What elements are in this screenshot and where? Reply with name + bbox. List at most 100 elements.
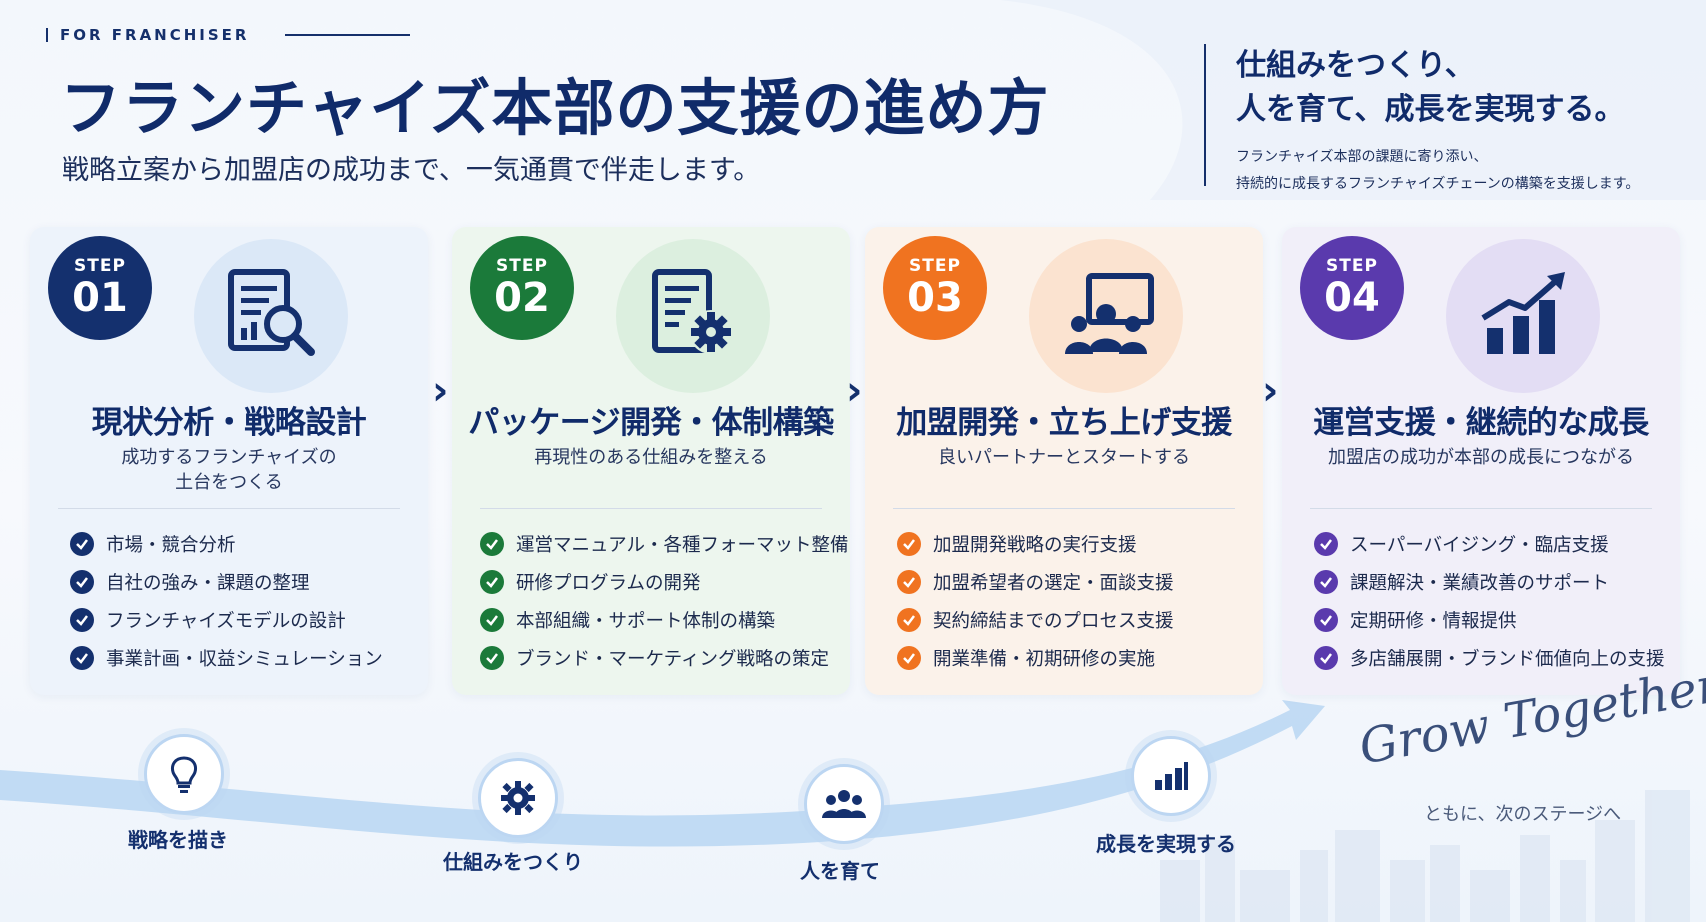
check-icon <box>897 646 921 670</box>
check-icon <box>897 608 921 632</box>
right-description-line-1: フランチャイズ本部の課題に寄り添い、 <box>1236 149 1488 165</box>
step-badge: STEP 03 <box>883 236 987 340</box>
document-magnifier-icon <box>194 239 348 393</box>
card-divider <box>58 508 400 509</box>
list-item-text: フランチャイズモデルの設計 <box>106 611 346 632</box>
list-item-text: 加盟希望者の選定・面談支援 <box>933 573 1174 594</box>
step-number: 01 <box>72 275 128 321</box>
stage-label: 成長を実現する <box>1096 832 1236 856</box>
list-item-text: 自社の強み・課題の整理 <box>106 573 310 594</box>
list-item: 加盟希望者の選定・面談支援 <box>897 563 1174 601</box>
list-item: 研修プログラムの開発 <box>480 563 848 601</box>
list-item-text: スーパーバイジング・臨店支援 <box>1350 535 1609 556</box>
growth-chart-icon <box>1446 239 1600 393</box>
step-card-02: STEP 02 パッケージ開発・体制構築 再現性 <box>452 227 850 695</box>
step-card-03: STEP 03 加盟開発・立ち上げ支援 良いパートナーとスタートする 加盟開発戦… <box>865 227 1263 695</box>
step-label: STEP <box>496 256 548 276</box>
check-icon <box>480 608 504 632</box>
list-item: フランチャイズモデルの設計 <box>70 601 383 639</box>
list-item: 多店舗展開・ブランド価値向上の支援 <box>1314 639 1665 677</box>
chevron-right-icon: › <box>432 368 449 414</box>
gear-icon <box>478 758 558 838</box>
list-item: 定期研修・情報提供 <box>1314 601 1665 639</box>
check-icon <box>70 532 94 556</box>
step-number: 02 <box>494 275 550 321</box>
step-title: 運営支援・継続的な成長 <box>1313 405 1649 441</box>
tagline: FOR FRANCHISER <box>46 26 411 44</box>
list-item-text: 開業準備・初期研修の実施 <box>933 649 1156 670</box>
stage-label: 人を育て <box>800 859 880 883</box>
check-icon <box>1314 570 1338 594</box>
step-description-line-1: 加盟店の成功が本部の成長につながる <box>1328 447 1634 468</box>
list-item-text: ブランド・マーケティング戦略の策定 <box>516 649 830 670</box>
list-item: 本部組織・サポート体制の構築 <box>480 601 848 639</box>
step-card-01: STEP 01 現状分析・戦略設計 成功するフランチャイズの 土台をつくる 市場… <box>30 227 428 695</box>
step-label: STEP <box>909 256 961 276</box>
list-item-text: 課題解決・業績改善のサポート <box>1350 573 1610 594</box>
people-icon <box>804 764 884 844</box>
check-icon <box>70 608 94 632</box>
check-icon <box>897 532 921 556</box>
step-item-list: スーパーバイジング・臨店支援 課題解決・業績改善のサポート 定期研修・情報提供 … <box>1314 525 1665 677</box>
team-presentation-icon <box>1029 239 1183 393</box>
list-item-text: 契約締結までのプロセス支援 <box>933 611 1174 632</box>
step-badge: STEP 01 <box>48 236 152 340</box>
tagline-text: FOR FRANCHISER <box>60 26 250 44</box>
tagline-bar <box>46 28 48 42</box>
list-item-text: 運営マニュアル・各種フォーマット整備 <box>516 535 849 556</box>
check-icon <box>480 570 504 594</box>
step-label: STEP <box>1326 256 1378 276</box>
document-gear-icon <box>616 239 770 393</box>
chevron-right-icon: › <box>846 368 863 414</box>
list-item-text: 市場・競合分析 <box>106 535 236 556</box>
stage-label: 戦略を描き <box>128 828 228 852</box>
check-icon <box>897 570 921 594</box>
step-number: 04 <box>1324 275 1380 321</box>
list-item: 加盟開発戦略の実行支援 <box>897 525 1174 563</box>
list-item: 自社の強み・課題の整理 <box>70 563 383 601</box>
list-item: 事業計画・収益シミュレーション <box>70 639 383 677</box>
step-title: パッケージ開発・体制構築 <box>468 405 834 441</box>
stage-label: 仕組みをつくり <box>443 850 583 874</box>
step-description-line-1: 成功するフランチャイズの <box>121 447 337 468</box>
list-item-text: 多店舗展開・ブランド価値向上の支援 <box>1350 649 1665 670</box>
step-description: 加盟店の成功が本部の成長につながる <box>1282 445 1680 470</box>
step-label: STEP <box>74 256 126 276</box>
right-header: 仕組みをつくり、 人を育て、成長を実現する。 フランチャイズ本部の課題に寄り添い… <box>1204 44 1684 192</box>
step-description-line-1: 再現性のある仕組みを整える <box>534 447 768 468</box>
check-icon <box>1314 608 1338 632</box>
list-item: スーパーバイジング・臨店支援 <box>1314 525 1665 563</box>
card-divider <box>893 508 1235 509</box>
step-item-list: 運営マニュアル・各種フォーマット整備 研修プログラムの開発 本部組織・サポート体… <box>480 525 848 677</box>
tagline-line <box>285 34 411 36</box>
check-icon <box>70 646 94 670</box>
list-item-text: 本部組織・サポート体制の構築 <box>516 611 776 632</box>
list-item: 開業準備・初期研修の実施 <box>897 639 1174 677</box>
step-item-list: 加盟開発戦略の実行支援 加盟希望者の選定・面談支援 契約締結までのプロセス支援 … <box>897 525 1174 677</box>
check-icon <box>70 570 94 594</box>
check-icon <box>480 532 504 556</box>
card-divider <box>480 508 822 509</box>
list-item: 契約締結までのプロセス支援 <box>897 601 1174 639</box>
check-icon <box>480 646 504 670</box>
step-title: 加盟開発・立ち上げ支援 <box>896 405 1232 441</box>
list-item: ブランド・マーケティング戦略の策定 <box>480 639 848 677</box>
step-description: 成功するフランチャイズの 土台をつくる <box>30 445 428 495</box>
step-badge: STEP 02 <box>470 236 574 340</box>
step-description: 再現性のある仕組みを整える <box>452 445 850 470</box>
grow-together-subtext: ともに、次のステージへ <box>1424 804 1622 825</box>
check-icon <box>1314 532 1338 556</box>
page-title: フランチャイズ本部の支援の進め方 <box>60 73 1050 144</box>
list-item: 市場・競合分析 <box>70 525 383 563</box>
step-description: 良いパートナーとスタートする <box>865 445 1263 470</box>
step-item-list: 市場・競合分析 自社の強み・課題の整理 フランチャイズモデルの設計 事業計画・収… <box>70 525 383 677</box>
card-divider <box>1310 508 1652 509</box>
chevron-right-icon: › <box>1262 368 1279 414</box>
right-description: フランチャイズ本部の課題に寄り添い、 持続的に成長するフランチャイズチェーンの構… <box>1236 144 1684 198</box>
lightbulb-icon <box>144 734 224 814</box>
check-icon <box>1314 646 1338 670</box>
list-item-text: 加盟開発戦略の実行支援 <box>933 535 1137 556</box>
step-description-line-1: 良いパートナーとスタートする <box>938 447 1190 468</box>
step-number: 03 <box>907 275 963 321</box>
